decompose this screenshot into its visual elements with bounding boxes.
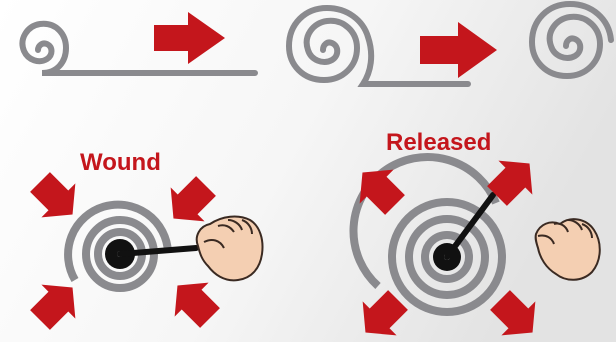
outward-arrows xyxy=(359,160,536,336)
spring-strip-coiled xyxy=(528,0,614,80)
coil-sequence xyxy=(19,0,614,87)
wound-label: Wound xyxy=(80,149,161,176)
arrow-icon xyxy=(174,282,220,328)
spring-strip-partial xyxy=(285,4,471,87)
arrow-icon xyxy=(362,290,408,336)
arrow-icon xyxy=(490,290,536,336)
arbor-arm xyxy=(444,192,496,260)
arrow-icon xyxy=(487,160,533,206)
winding-key xyxy=(117,245,199,257)
arrow-icon xyxy=(30,172,76,218)
arrow-icon xyxy=(359,169,405,215)
arrow-icon xyxy=(154,12,225,64)
released-label: Released xyxy=(386,129,491,156)
spring-strip-flat xyxy=(19,20,258,76)
arrow-icon xyxy=(30,284,76,330)
inward-arrows xyxy=(30,172,220,330)
wound-spring xyxy=(64,200,199,292)
hand-icon xyxy=(534,218,601,281)
hand-icon xyxy=(195,215,264,282)
arrow-icon xyxy=(170,176,216,222)
arrow-icon xyxy=(420,22,497,78)
